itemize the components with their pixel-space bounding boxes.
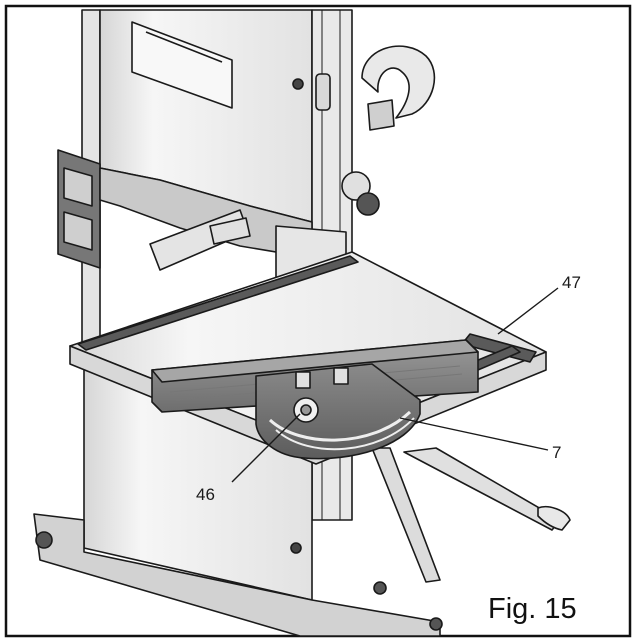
leader-7 xyxy=(399,417,549,451)
figure-caption: Fig. 15 xyxy=(488,593,577,625)
leader-46 xyxy=(231,413,301,483)
callout-47: 47 xyxy=(562,273,581,292)
machine-frame xyxy=(33,9,571,637)
callout-7: 7 xyxy=(552,443,561,462)
callout-46: 46 xyxy=(196,485,215,504)
leader-47 xyxy=(497,287,559,335)
callout-leaders xyxy=(231,287,559,483)
